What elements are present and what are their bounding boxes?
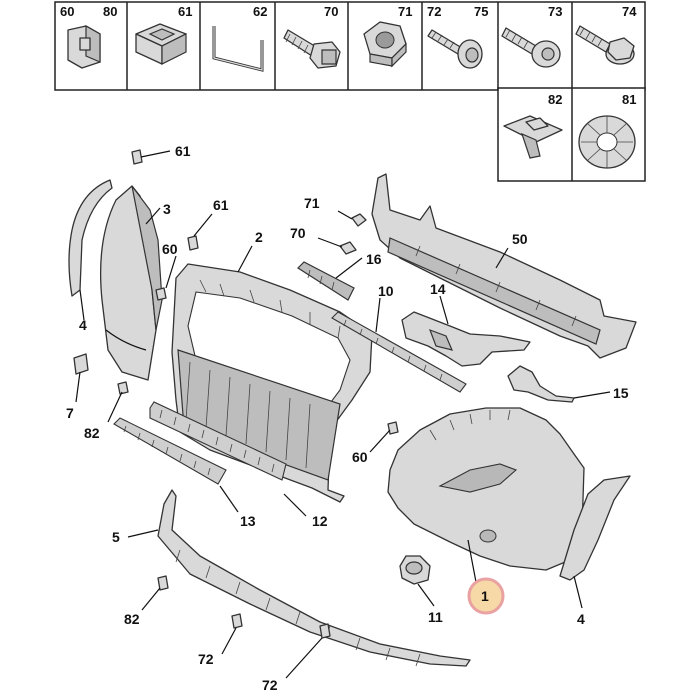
- callout-72-lower-b: 72: [262, 677, 278, 693]
- callout-15: 15: [613, 385, 629, 401]
- fastener-ref-72: 72: [427, 4, 441, 19]
- callout-2: 2: [255, 229, 263, 245]
- part-72-clip-lower-b[interactable]: [319, 623, 331, 639]
- fastener-ref-80: 80: [103, 4, 117, 19]
- part-16-absorber[interactable]: [297, 261, 355, 301]
- fastener-cell-71[interactable]: 71: [363, 4, 412, 68]
- leader-lines: [75, 207, 611, 679]
- flange-screw-icon: [427, 29, 483, 69]
- part-4-right-fender-trim[interactable]: [559, 475, 631, 581]
- fastener-cell-73[interactable]: 73: [501, 4, 562, 68]
- part-82-clip-lower[interactable]: [157, 575, 169, 591]
- callout-3: 3: [163, 201, 171, 217]
- callout-60-right: 60: [352, 449, 368, 465]
- fastener-ref-70: 70: [324, 4, 338, 19]
- part-82-clip-left[interactable]: [117, 381, 129, 395]
- fastener-ref-74: 74: [622, 4, 637, 19]
- part-4-left-fender-trim[interactable]: [68, 179, 113, 297]
- fastener-cell-60-80[interactable]: 60 80: [60, 4, 117, 69]
- part-14-mounting-bracket[interactable]: [401, 311, 531, 367]
- callout-82-left: 82: [84, 425, 100, 441]
- callout-72-lower-a: 72: [198, 651, 214, 667]
- fastener-cell-74[interactable]: 74: [575, 4, 637, 65]
- callout-labels: 61 3 61 60 2 71 70 16 50 4 10 14 7 15 82…: [66, 143, 629, 693]
- callout-1-highlight[interactable]: 1: [467, 577, 505, 615]
- hex-nut-icon: [363, 21, 407, 68]
- fastener-ref-60: 60: [60, 4, 74, 19]
- callout-70: 70: [290, 225, 306, 241]
- part-12-grille[interactable]: [149, 401, 287, 481]
- fastener-ref-73: 73: [548, 4, 562, 19]
- callout-71: 71: [304, 195, 320, 211]
- part-7-bracket[interactable]: [73, 353, 89, 375]
- callout-60-left: 60: [162, 241, 178, 257]
- part-60-clip-right[interactable]: [387, 421, 399, 435]
- part-15-side-bracket[interactable]: [507, 365, 575, 403]
- callout-7: 7: [66, 405, 74, 421]
- callout-5: 5: [112, 529, 120, 545]
- star-washer-icon: [578, 115, 636, 169]
- fastener-ref-71: 71: [398, 4, 412, 19]
- fastener-cell-72-75[interactable]: 72 75: [427, 4, 488, 69]
- callout-1: 1: [481, 588, 489, 604]
- callout-12: 12: [312, 513, 328, 529]
- part-70-bolt[interactable]: [317, 237, 357, 255]
- bracket-wire-icon: [212, 26, 264, 72]
- callout-4-left: 4: [79, 317, 87, 333]
- fastener-cell-62[interactable]: 62: [212, 4, 267, 72]
- part-60-clip-left[interactable]: [155, 287, 167, 301]
- part-72-clip-lower-a[interactable]: [231, 613, 243, 629]
- hex-bolt-icon: [283, 29, 341, 69]
- flange-bolt-icon: [575, 25, 635, 65]
- callout-61-upper: 61: [175, 143, 191, 159]
- callout-14: 14: [430, 281, 446, 297]
- part-5-lower-spoiler[interactable]: [157, 489, 471, 667]
- fastener-ref-81: 81: [622, 92, 636, 107]
- part-11-fog-lamp[interactable]: [399, 555, 431, 585]
- fastener-ref-61: 61: [178, 4, 192, 19]
- callout-4-right: 4: [577, 611, 585, 627]
- callout-61-mid: 61: [213, 197, 229, 213]
- part-13-lower-grille[interactable]: [113, 417, 227, 485]
- part-71-nut[interactable]: [337, 210, 367, 227]
- part-61-clip-upper[interactable]: [131, 149, 171, 165]
- part-1-bumper-cover[interactable]: [387, 407, 585, 571]
- part-61-clip-mid[interactable]: [187, 213, 213, 251]
- callout-50: 50: [512, 231, 528, 247]
- part-3-side-bracket[interactable]: [100, 185, 163, 381]
- spring-clip-icon: [503, 115, 563, 159]
- square-clip-icon: [135, 23, 187, 65]
- torx-screw-icon: [501, 27, 561, 68]
- callout-82-lower: 82: [124, 611, 140, 627]
- fastener-cell-82[interactable]: 82: [503, 92, 563, 159]
- callout-11: 11: [428, 609, 443, 625]
- part-10-deflector-strip[interactable]: [331, 311, 467, 393]
- fastener-cell-70[interactable]: 70: [283, 4, 341, 69]
- callout-10: 10: [378, 283, 394, 299]
- fastener-table: 60 80 61 62: [54, 1, 646, 182]
- callout-16: 16: [366, 251, 382, 267]
- callout-13: 13: [240, 513, 256, 529]
- fastener-ref-62: 62: [253, 4, 267, 19]
- fastener-cell-81[interactable]: 81: [578, 92, 636, 169]
- part-50-bumper-beam[interactable]: [371, 173, 637, 359]
- fastener-ref-75: 75: [474, 4, 488, 19]
- clip-nut-icon: [67, 24, 101, 69]
- fastener-ref-82: 82: [548, 92, 562, 107]
- fastener-cell-61[interactable]: 61: [135, 4, 192, 65]
